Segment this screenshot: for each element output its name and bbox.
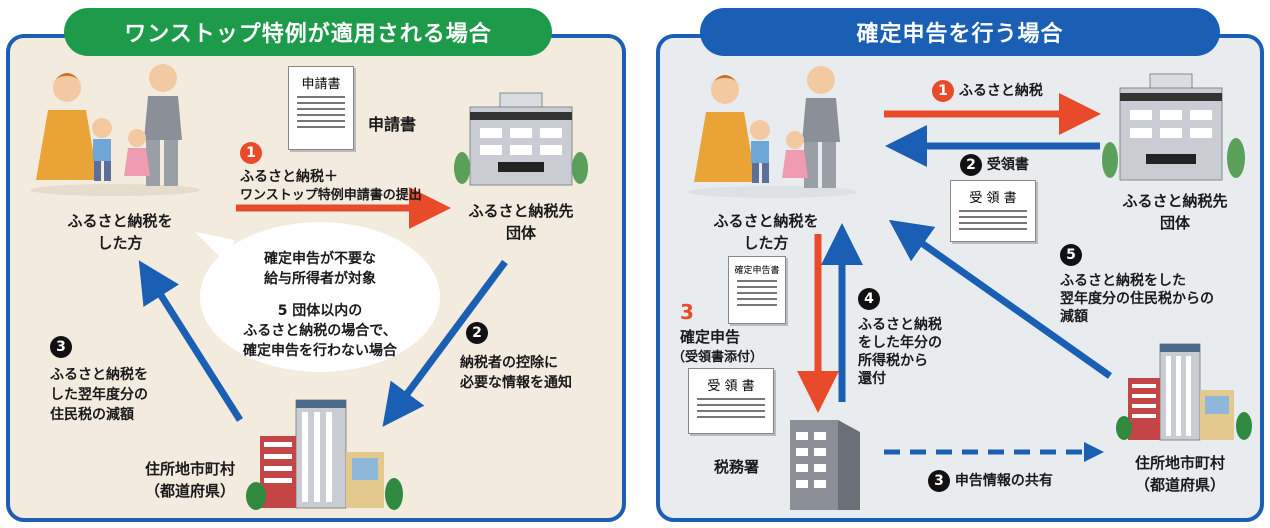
r-donor-line1: ふるさと納税を [713,212,819,230]
tax-return-doc: 確定申告書 [728,256,786,324]
application-doc: 申請書 [288,66,354,150]
r-step4-line3: 所得税から [858,353,928,369]
bubble-line2: 給与所得者が対象 [264,271,376,287]
receipt-doc-title: 受 領 書 [969,191,1017,206]
tax-return-title: 確定申告を行う場合 [700,8,1220,56]
r-muni-line1: 住所地市町村 [1134,454,1225,472]
r-muni-line2: （都道府県） [1134,476,1225,494]
step1-line1: ふるさと納税＋ [240,169,338,185]
target-building-icon [1102,73,1245,181]
receipt-doc: 受 領 書 [950,180,1036,242]
r-step3-marker: 3 [680,300,694,324]
r-step2: 2 受領書 [960,154,1029,176]
muni-line2: （都道府県） [144,482,235,500]
r-step4-line1: ふるさと納税 [858,317,942,333]
r-target-line1: ふるさと納税先 [1122,192,1228,210]
step3-line3: 住民税の減額 [50,407,134,423]
tax-office-label: 税務署 [714,458,760,476]
municipal-building-icon [246,399,403,510]
receipt-doc2-title: 受 領 書 [707,379,755,394]
r-step5-marker: 5 [1060,244,1082,266]
share-info: 3 申告情報の共有 [928,470,1053,492]
step1-line2: ワンストップ特例申請書の提出 [240,188,422,203]
r-step4-line2: をした年分の [858,335,942,351]
step2-line1: 納税者の控除に [460,355,558,371]
bubble-line4: ふるさと納税の場合で、 [243,323,397,339]
tax-return-doc-title: 確定申告書 [734,266,780,276]
r-step3-line2: （受領書添付） [672,350,764,365]
r-donor-line2: した方 [743,234,789,252]
muni-line1: 住所地市町村 [144,460,235,478]
one-stop-title: ワンストップ特例が適用される場合 [64,8,552,56]
r-step4-line4: 還付 [858,371,886,387]
r-step1: 1 ふるさと納税 [932,80,1043,102]
step3-line1: ふるさと納税を [50,367,148,383]
bubble-line5: 確定申告を行わない場合 [243,343,397,359]
bubble-line3: 5 団体以内の [277,303,363,319]
family-icon [688,66,858,198]
r-step4-marker: 4 [858,288,880,310]
r-step3-line1: 確定申告 [680,328,741,346]
receipt-doc: 受 領 書 [688,368,774,434]
r-target-line2: 団体 [1159,214,1190,232]
tax-office-icon [790,420,860,510]
application-label: 申請書 [368,115,417,134]
condition-bubble [200,222,440,372]
r-step5-line2: 翌年度分の住民税からの [1060,291,1214,307]
target-line2: 団体 [505,224,536,242]
target-building-icon [454,92,588,186]
step2-marker: 2 [466,322,488,344]
step3-marker: 3 [50,336,72,358]
donor-line1: ふるさと納税を [67,212,173,230]
application-doc-title: 申請書 [301,77,341,92]
target-line1: ふるさと納税先 [468,202,574,220]
municipal-building-icon [1116,343,1252,441]
family-icon [30,64,200,196]
step3-line2: した翌年度分の [50,387,148,403]
r-step5-line3: 減額 [1060,309,1088,325]
step2-line2: 必要な情報を通知 [460,375,572,391]
r-step5-line1: ふるさと納税をした [1060,273,1186,289]
bubble-line1: 確定申告が不要な [264,251,376,267]
step1-marker: 1 [240,142,262,164]
donor-line2: した方 [97,234,143,252]
